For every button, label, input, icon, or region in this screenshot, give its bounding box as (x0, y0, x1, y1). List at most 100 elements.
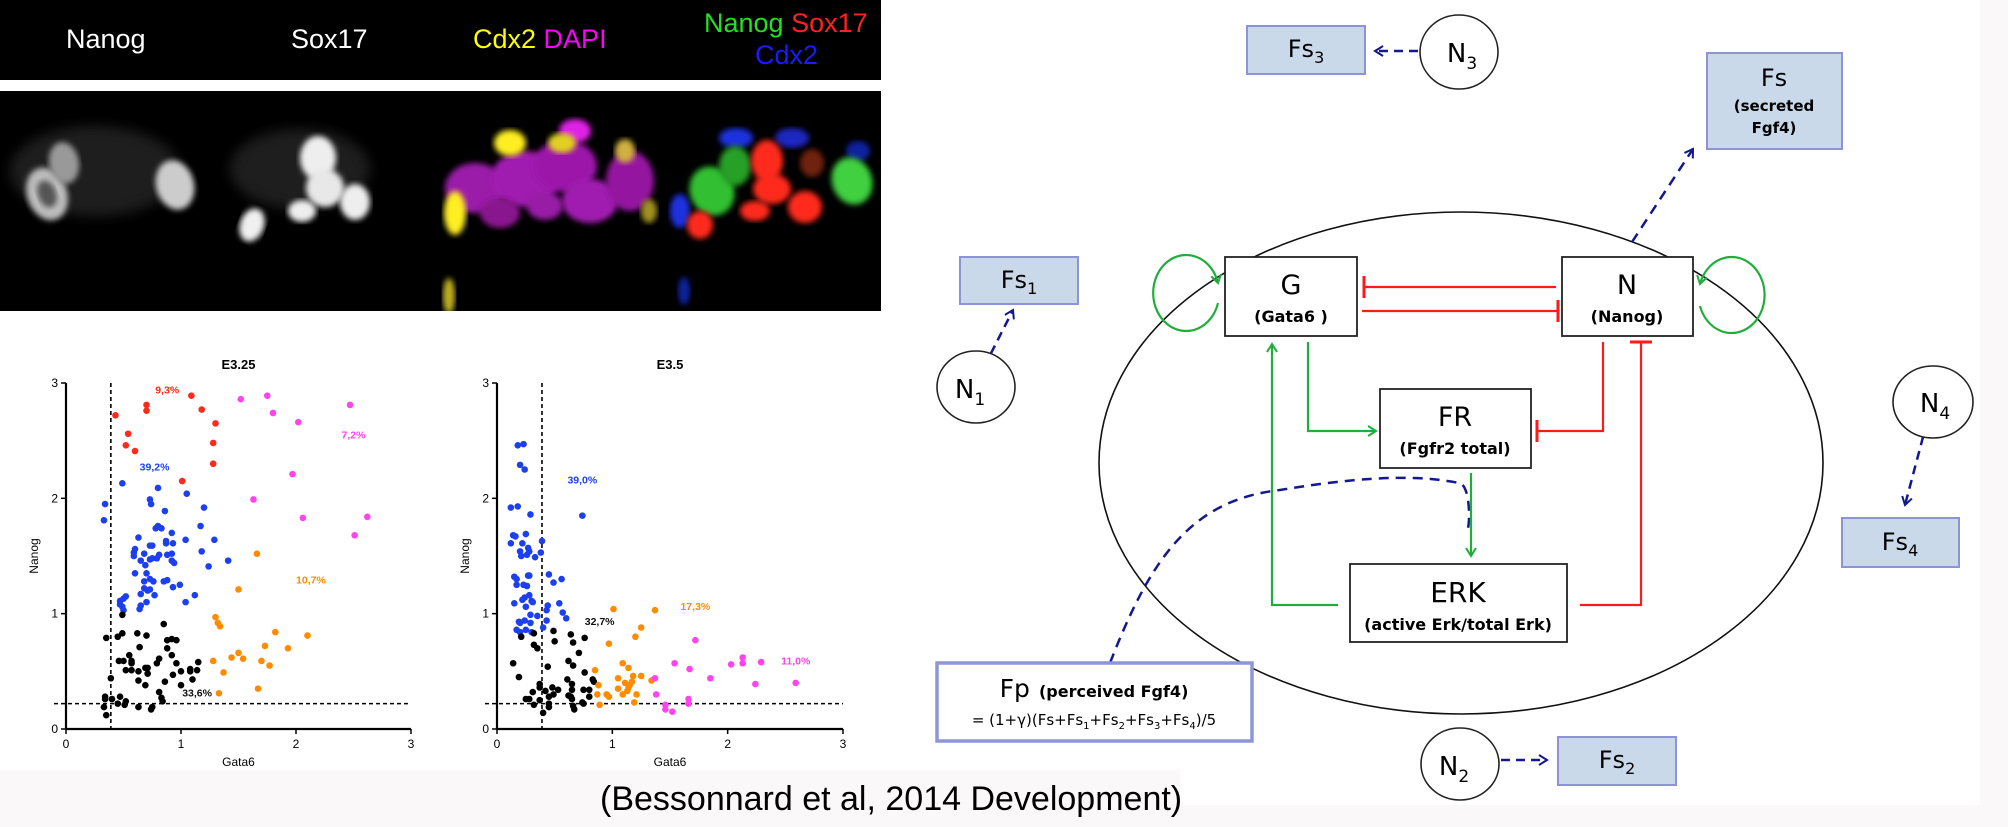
x-tick-label: 3 (408, 737, 415, 751)
neighbor-cell-n4: N4 (1892, 365, 1974, 439)
data-point-black (565, 657, 572, 665)
data-point-red (143, 401, 150, 409)
data-point-blue (522, 530, 530, 538)
y-tick-label: 1 (51, 607, 58, 621)
neighbor-cell-n2: N2 (1420, 727, 1500, 801)
signal-box-fs4: Fs4 (1841, 517, 1960, 568)
data-point-blue (543, 617, 550, 624)
channel-label-sox17: Sox17 (291, 24, 368, 54)
y-tick-label: 0 (51, 722, 58, 736)
formula-part: +Fs (1090, 711, 1119, 729)
arrow-erk-to-g (1266, 342, 1338, 607)
node-g-subtitle: (Gata6 ) (1254, 307, 1328, 326)
data-point-red (188, 392, 195, 399)
formula-sub: 2 (1119, 721, 1125, 732)
x-tick-label: 0 (494, 737, 501, 751)
microscopy-panels (0, 91, 881, 311)
data-point-orange (216, 623, 224, 630)
data-point-black (135, 668, 142, 675)
signal-box-fs2: Fs2 (1557, 736, 1677, 786)
data-point-black (585, 693, 593, 701)
data-point-red (143, 407, 150, 414)
data-point-magenta (757, 658, 765, 666)
data-point-red (212, 420, 219, 427)
node-n: N (Nanog) (1561, 256, 1694, 337)
x-tick-label: 1 (178, 737, 185, 751)
data-point-black (554, 686, 562, 694)
y-axis-label: Nanog (27, 538, 41, 573)
data-point-magenta (739, 654, 746, 661)
data-point-blue (527, 511, 534, 518)
data-point-blue (163, 576, 171, 584)
data-point-blue (101, 500, 109, 508)
node-fr: FR (Fgfr2 total) (1379, 388, 1532, 469)
data-point-black (581, 669, 588, 676)
data-point-black (135, 677, 142, 684)
arrow-g-to-fr (1306, 342, 1378, 437)
data-point-red (124, 430, 132, 438)
data-point-black (159, 698, 166, 705)
neighbor-n3-label: N3 (1447, 39, 1477, 74)
image-panel-sox17 (220, 91, 442, 311)
percentage-label: 39,2% (140, 462, 170, 474)
signal-fs1-label: Fs1 (1001, 266, 1038, 298)
data-point-blue (151, 591, 158, 599)
data-point-blue (550, 579, 557, 586)
data-point-black (569, 639, 577, 646)
data-point-orange (595, 681, 602, 689)
data-point-blue (191, 591, 199, 599)
data-point-blue (531, 553, 539, 561)
data-point-magenta (685, 695, 692, 703)
label-cdx2: Cdx2 (473, 24, 537, 54)
data-point-blue (154, 484, 162, 492)
data-point-black (136, 643, 143, 651)
data-point-blue (545, 571, 553, 578)
data-point-black (581, 634, 588, 642)
data-point-orange (632, 633, 639, 641)
percentage-label: 32,7% (585, 616, 615, 628)
data-point-blue (119, 480, 126, 487)
data-point-red (178, 477, 186, 485)
data-point-blue (148, 542, 156, 549)
formula-sub: 4 (1189, 721, 1195, 732)
percentage-label: 11,0% (781, 655, 811, 667)
data-point-blue (579, 512, 586, 519)
data-point-blue (527, 611, 534, 619)
citation: (Bessonnard et al, 2014 Development) (600, 780, 1183, 818)
data-point-black (529, 688, 537, 696)
data-point-black (107, 674, 115, 682)
arrow-n1-to-fs1 (982, 308, 1015, 368)
y-tick-label: 2 (482, 491, 489, 505)
x-tick-label: 1 (609, 737, 616, 751)
data-point-blue (198, 548, 205, 555)
data-point-orange (209, 657, 217, 665)
data-point-black (534, 644, 541, 652)
data-point-magenta (752, 680, 759, 688)
signal-fs4-label: Fs4 (1882, 528, 1919, 560)
data-point-magenta (351, 531, 358, 539)
data-point-red (122, 441, 130, 449)
data-point-black (186, 668, 194, 675)
signal-box-fs3: Fs3 (1246, 25, 1366, 75)
data-point-magenta (662, 701, 669, 709)
data-point-blue (539, 624, 547, 631)
data-point-black (517, 633, 525, 641)
data-point-black (536, 696, 543, 704)
neighbor-cell-n1: N1 (936, 350, 1016, 424)
data-point-blue (211, 536, 218, 544)
data-point-black (102, 711, 110, 719)
data-point-orange (619, 659, 627, 667)
data-point-orange (235, 586, 242, 593)
data-point-black (160, 620, 168, 628)
data-point-blue (205, 563, 212, 570)
data-point-black (100, 703, 108, 711)
y-tick-label: 3 (482, 376, 489, 390)
neighbor-n4-label: N4 (1920, 389, 1950, 424)
label-nanog-green: Nanog (704, 8, 784, 38)
data-point-black (101, 695, 109, 703)
node-fp-perceived: Fp (perceived Fgf4) = (1+γ)(Fs+Fs1+Fs2+F… (935, 661, 1254, 743)
data-point-blue (200, 504, 208, 511)
data-point-blue (517, 552, 525, 560)
